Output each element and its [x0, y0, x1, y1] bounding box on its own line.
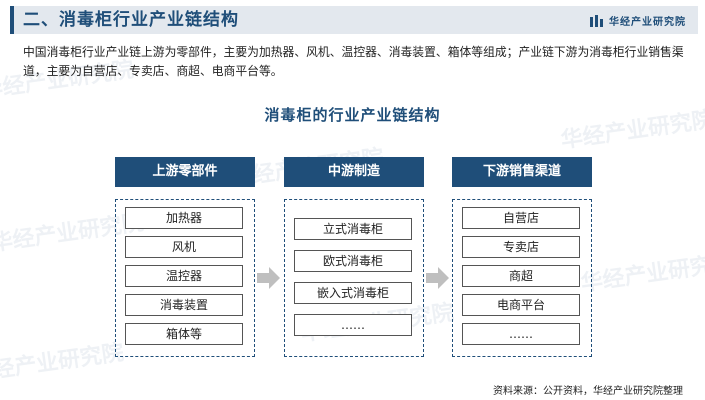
- brand-logo-icon: [590, 14, 603, 27]
- intro-paragraph: 中国消毒柜行业产业链上游为零部件，主要为加热器、风机、温控器、消毒装置、箱体等组…: [23, 45, 684, 78]
- upstream-item: 箱体等: [125, 323, 243, 345]
- brand-name: 华经产业研究院: [609, 17, 686, 28]
- midstream-header: 中游制造: [284, 157, 424, 187]
- upstream-item: 加热器: [125, 207, 243, 229]
- upstream-box: 加热器 风机 温控器 消毒装置 箱体等: [115, 199, 255, 357]
- downstream-item: 商超: [462, 265, 580, 287]
- downstream-item: 专卖店: [462, 236, 580, 258]
- brand: 华经产业研究院: [590, 13, 686, 28]
- downstream-box: 自营店 专卖店 商超 电商平台 ……: [452, 199, 592, 357]
- watermark: 华经产业研究院: [0, 340, 126, 387]
- midstream-item: 立式消毒柜: [294, 218, 412, 240]
- downstream-header: 下游销售渠道: [452, 157, 592, 187]
- downstream-item: 电商平台: [462, 294, 580, 316]
- section-header: 二、消毒柜行业产业链结构 华经产业研究院: [10, 6, 698, 34]
- upstream-item: 风机: [125, 236, 243, 258]
- midstream-box: 立式消毒柜 欧式消毒柜 嵌入式消毒柜 ……: [284, 199, 424, 357]
- flow-arrow-icon: [426, 267, 449, 289]
- midstream-item: ……: [294, 314, 412, 336]
- watermark: 华经产业研究院: [579, 250, 705, 297]
- midstream-item: 欧式消毒柜: [294, 250, 412, 272]
- downstream-item: ……: [462, 323, 580, 345]
- upstream-item: 消毒装置: [125, 294, 243, 316]
- section-title: 二、消毒柜行业产业链结构: [23, 10, 239, 30]
- midstream-item: 嵌入式消毒柜: [294, 282, 412, 304]
- upstream-header: 上游零部件: [115, 157, 255, 187]
- flow-arrow-icon: [257, 267, 280, 289]
- downstream-item: 自营店: [462, 207, 580, 229]
- diagram-title: 消毒柜的行业产业链结构: [264, 106, 441, 124]
- header-accent: [10, 6, 14, 34]
- source-note: 资料来源：公开资料，华经产业研究院整理: [493, 386, 683, 397]
- upstream-item: 温控器: [125, 265, 243, 287]
